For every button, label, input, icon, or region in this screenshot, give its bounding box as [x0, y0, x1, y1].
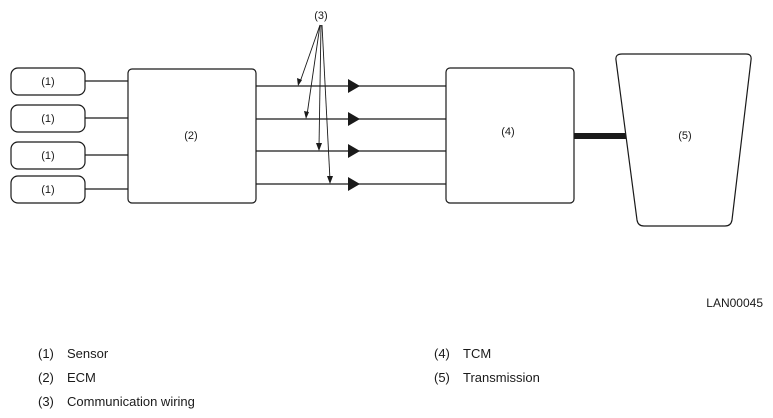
ecm-box: (2)	[127, 68, 257, 204]
tcm-box: (4)	[445, 67, 575, 204]
legend-number: (2)	[38, 370, 54, 385]
sensor-2-label: (1)	[41, 113, 54, 125]
legend-text: TCM	[463, 346, 492, 361]
wiring-callout-label: (3)	[314, 10, 327, 22]
system-diagram: (1) (1) (1) (1) (2) (3)	[10, 10, 752, 227]
arrowhead-2	[348, 112, 360, 126]
sensor-4: (1)	[10, 175, 86, 204]
transmission-shape: (5)	[615, 53, 752, 227]
legend-left-column: (1) Sensor (2) ECM (3) Communication wiring	[38, 346, 195, 418]
figure-code: LAN00045	[706, 296, 763, 310]
legend-item-transmission: (5) Transmission	[434, 370, 540, 394]
arrowhead-3	[348, 144, 360, 158]
legend-text: Communication wiring	[67, 394, 195, 409]
legend-number: (3)	[38, 394, 54, 409]
arrowhead-1	[348, 79, 360, 93]
legend-item-sensor: (1) Sensor	[38, 346, 195, 370]
arrowhead-4	[348, 177, 360, 191]
legend-item-ecm: (2) ECM	[38, 370, 195, 394]
legend-right-column: (4) TCM (5) Transmission	[434, 346, 540, 394]
legend-number: (5)	[434, 370, 450, 385]
legend-number: (4)	[434, 346, 450, 361]
sensor-1: (1)	[10, 67, 86, 96]
legend-item-tcm: (4) TCM	[434, 346, 540, 370]
sensor-3: (1)	[10, 141, 86, 170]
legend-text: Transmission	[463, 370, 540, 385]
wiring-callout-pointers	[297, 24, 333, 184]
sensor-4-label: (1)	[41, 184, 54, 196]
sensor-3-label: (1)	[41, 150, 54, 162]
ecm-label: (2)	[184, 130, 197, 142]
legend-number: (1)	[38, 346, 54, 361]
tcm-label: (4)	[501, 126, 514, 138]
legend-item-communication-wiring: (3) Communication wiring	[38, 394, 195, 418]
sensor-2: (1)	[10, 104, 86, 133]
transmission-label: (5)	[678, 130, 691, 142]
legend-text: ECM	[67, 370, 96, 385]
legend-text: Sensor	[67, 346, 109, 361]
sensor-1-label: (1)	[41, 76, 54, 88]
